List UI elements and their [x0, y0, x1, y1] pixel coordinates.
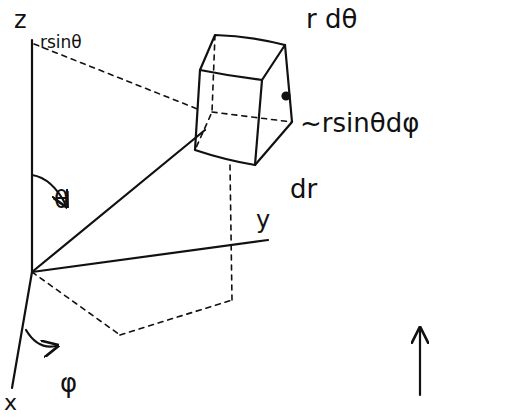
projection-line [32, 272, 120, 335]
length-label: rsinθ [40, 34, 82, 51]
y-axis [32, 240, 268, 272]
pointer-arrow [419, 330, 421, 395]
length-label: dr [290, 176, 317, 202]
axis-label: z [14, 8, 27, 32]
angle-label: φ [60, 370, 77, 396]
phi-arc [26, 330, 56, 347]
axis-label: y [256, 208, 270, 232]
z-axis [31, 40, 33, 272]
x-axis [12, 272, 32, 388]
angle-label: θ [54, 188, 69, 212]
element-hidden-edge [195, 35, 215, 150]
rsin-dashed-line [34, 44, 200, 110]
length-label: r dθ [306, 6, 357, 32]
element-hidden-edge [212, 112, 292, 122]
element-side-face [255, 45, 292, 165]
radius-line [32, 130, 205, 272]
element-top-face [200, 35, 285, 80]
point-dot [283, 93, 290, 100]
axis-label: x [4, 392, 17, 414]
projection-line [120, 300, 232, 335]
length-label: ~rsinθdφ [300, 110, 419, 136]
projection-line [230, 165, 232, 300]
